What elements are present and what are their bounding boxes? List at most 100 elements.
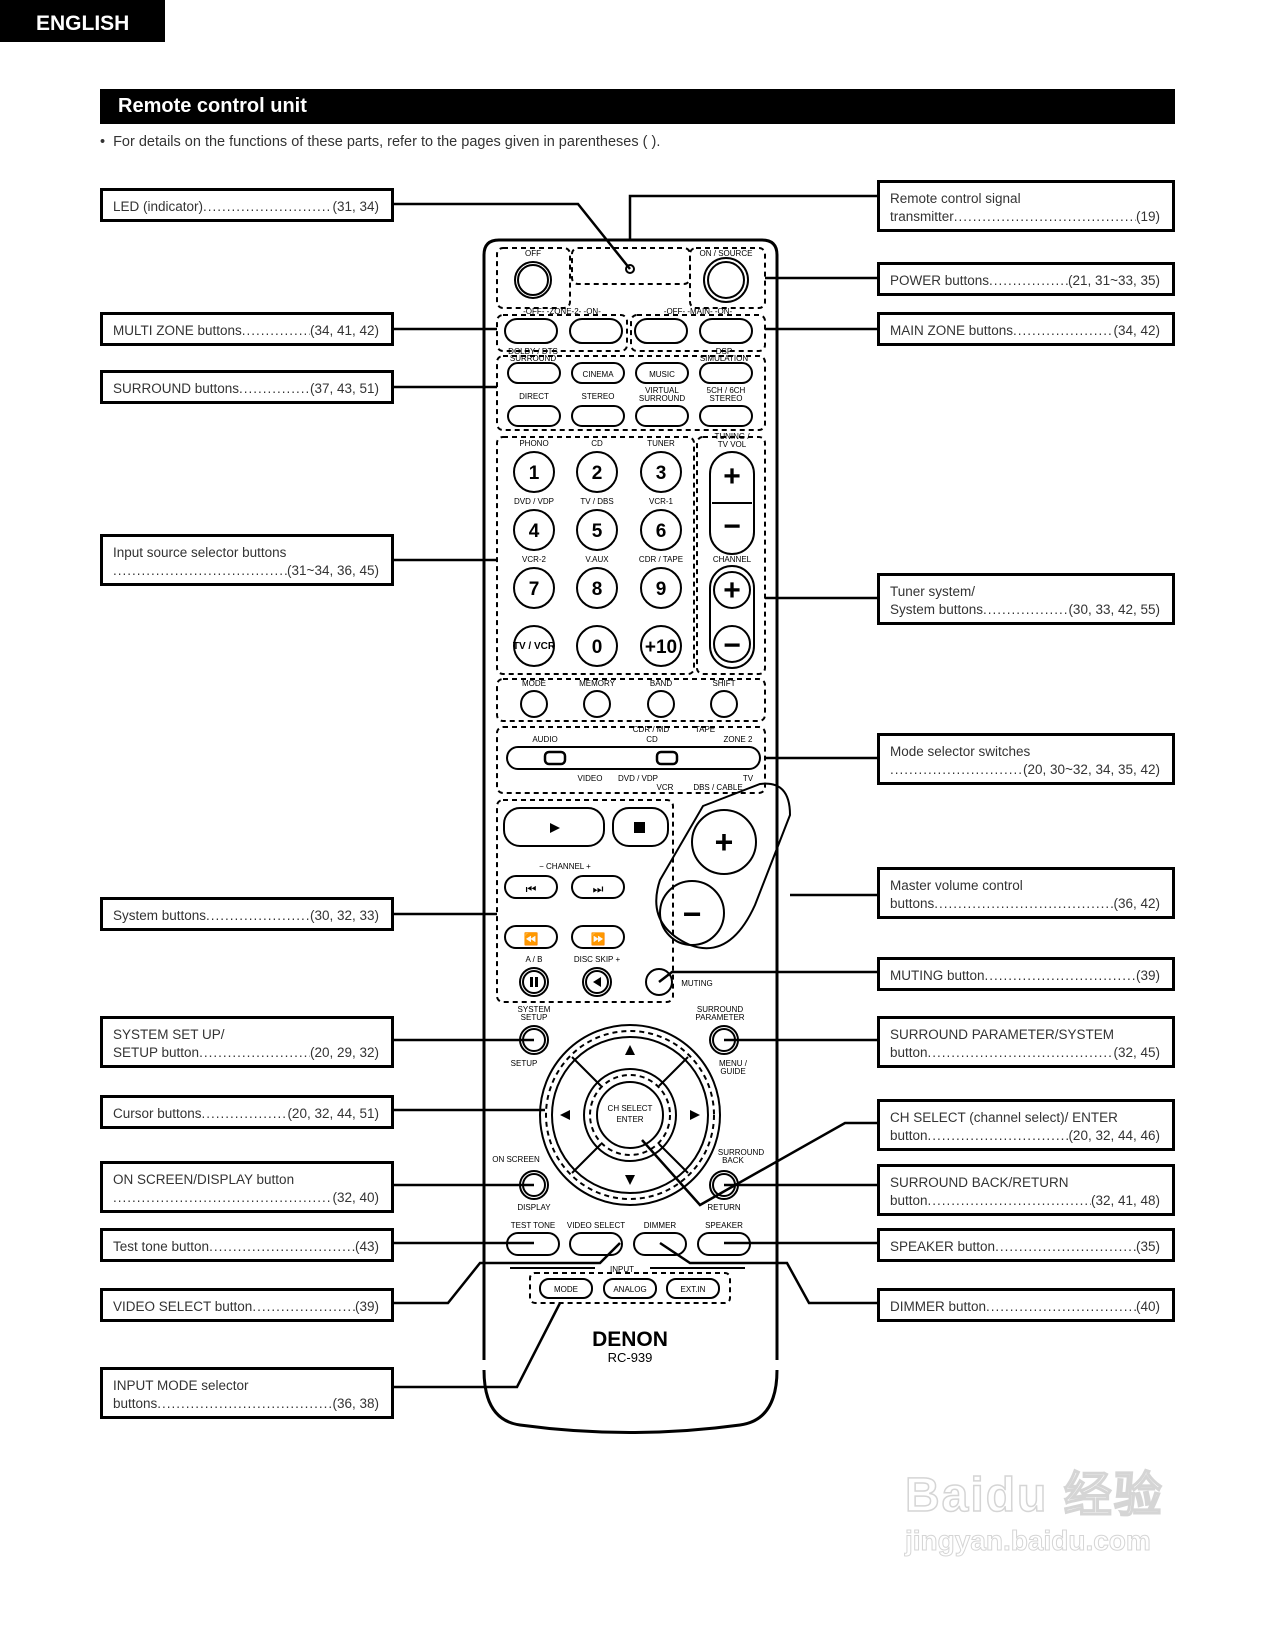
remote-label: PARAMETER	[695, 1013, 744, 1022]
remote-label: TUNER	[647, 439, 675, 448]
main-off-button	[634, 318, 688, 344]
volume-up-button	[691, 809, 757, 875]
callout-ch-select: CH SELECT (channel select)/ ENTER button…	[877, 1099, 1175, 1151]
remote-label: ⏭	[593, 882, 604, 896]
remote-label: TUNING /	[714, 432, 750, 441]
callout-multi-zone: MULTI ZONE buttons(34, 41, 42)	[100, 312, 394, 346]
remote-label: DISC SKIP +	[574, 955, 621, 964]
remote-label: SIMULATION	[700, 354, 749, 363]
remote-label: V.AUX	[585, 555, 609, 564]
power-off-label: OFF	[525, 249, 541, 258]
main-on-button	[699, 318, 753, 344]
remote-label: 0	[592, 637, 603, 658]
remote-label: 2	[592, 463, 603, 484]
remote-label: TAPE	[695, 725, 715, 734]
remote-label: 9	[656, 579, 667, 600]
dsp-simulation-button	[699, 362, 753, 384]
stop-button	[612, 807, 669, 847]
power-group	[496, 247, 571, 309]
remote-label: CDR / MD	[633, 725, 670, 734]
callout-cursor: Cursor buttons(20, 32, 44, 51)	[100, 1095, 394, 1129]
brand-logo: DENON	[592, 1328, 668, 1351]
remote-label: 4	[529, 521, 540, 542]
section-title: Remote control unit	[100, 89, 1175, 124]
remote-label: − CHANNEL +	[539, 862, 591, 871]
callout-transmitter: Remote control signal transmitter(19)	[877, 180, 1175, 232]
watermark-cn: 经验	[1063, 1468, 1164, 1523]
remote-label: ZONE 2	[724, 735, 753, 744]
callout-surround-back: SURROUND BACK/RETURN button(32, 41, 48)	[877, 1164, 1175, 1216]
remote-label: 3	[656, 463, 667, 484]
remote-label: DIMMER	[644, 1221, 677, 1230]
remote-label: PHONO	[519, 439, 548, 448]
callout-input-mode: INPUT MODE selector buttons(36, 38)	[100, 1367, 394, 1419]
remote-label: 8	[592, 579, 603, 600]
band-button	[647, 690, 675, 718]
remote-label: 7	[529, 579, 540, 600]
remote-label: SURROUND	[718, 1148, 764, 1157]
remote-label: TV VOL	[718, 440, 747, 449]
mode-selector-track	[506, 746, 761, 770]
callout-power: POWER buttons(21, 31~33, 35)	[877, 262, 1175, 296]
direct-button	[507, 405, 561, 427]
callout-surround: SURROUND buttons(37, 43, 51)	[100, 370, 394, 404]
remote-label: CHANNEL	[713, 555, 752, 564]
remote-label: A / B	[526, 955, 543, 964]
remote-label: SURROUND	[510, 354, 556, 363]
input-analog-button	[603, 1278, 657, 1299]
ab-pause-button	[519, 967, 549, 997]
remote-label: ⏮	[526, 882, 537, 896]
remote-label: +10	[645, 637, 677, 658]
channel-rocker	[709, 565, 755, 669]
mode-button	[520, 690, 548, 718]
remote-label: SETUP	[511, 1059, 538, 1068]
tv-vol-rocker	[709, 451, 755, 555]
remote-label: CDR / TAPE	[639, 555, 683, 564]
remote-label: 5	[592, 521, 603, 542]
remote-label: DISPLAY	[517, 1203, 551, 1212]
shift-button	[710, 690, 738, 718]
remote-label: BAND	[650, 679, 672, 688]
video-select-button	[569, 1232, 623, 1256]
dolby-dts-button	[507, 362, 561, 384]
callout-mode-selector: Mode selector switches (20, 30~32, 34, 3…	[877, 733, 1175, 785]
stereo-button	[571, 405, 625, 427]
intro-note: •For details on the functions of these p…	[100, 134, 660, 150]
remote-label: CH SELECT	[608, 1104, 653, 1113]
watermark: Baidu 经验 jingyan.baidu.com	[904, 1455, 1164, 1557]
remote-label: DOLBY / DTS	[508, 347, 558, 356]
callout-system-setup: SYSTEM SET UP/ SETUP button(20, 29, 32)	[100, 1016, 394, 1068]
callout-master-volume: Master volume control buttons(36, 42)	[877, 867, 1175, 919]
remote-label: MODE	[522, 679, 546, 688]
remote-label: VCR-1	[649, 497, 674, 506]
callout-test-tone: Test tone button(43)	[100, 1228, 394, 1262]
remote-label: DIRECT	[519, 392, 549, 401]
remote-label: −	[723, 629, 741, 662]
muting-button	[645, 968, 673, 996]
remote-label: VIDEO	[578, 774, 603, 783]
remote-label: MUSIC	[649, 370, 675, 379]
remote-label: CD	[591, 439, 603, 448]
remote-label: SPEAKER	[705, 1221, 743, 1230]
5ch-6ch-stereo-button	[699, 405, 753, 427]
remote-label: STEREO	[582, 392, 615, 401]
remote-label: VIRTUAL	[645, 386, 679, 395]
remote-label: MUTING	[681, 979, 713, 988]
transport-glyphs: ⏮ ⏭ ⏪ ⏩	[524, 822, 700, 1185]
remote-label: ⏪	[524, 932, 539, 946]
remote-label: INPUT	[610, 1265, 634, 1274]
main-label: -OFF- -MAIN- -ON-	[664, 307, 733, 316]
remote-label: 5CH / 6CH	[707, 386, 746, 395]
remote-label: VCR	[657, 783, 674, 792]
virtual-surround-button	[635, 405, 689, 427]
bullet-icon: •	[100, 134, 106, 150]
remote-label: TV / VCR	[513, 641, 556, 652]
cinema-button	[571, 362, 625, 384]
remote-label: −	[683, 896, 702, 932]
power-on-button	[703, 257, 749, 303]
remote-label: TEST TONE	[511, 1221, 555, 1230]
remote-label: DBS / CABLE	[693, 783, 742, 792]
remote-label: AUDIO	[532, 735, 557, 744]
watermark-url: jingyan.baidu.com	[905, 1525, 1152, 1557]
